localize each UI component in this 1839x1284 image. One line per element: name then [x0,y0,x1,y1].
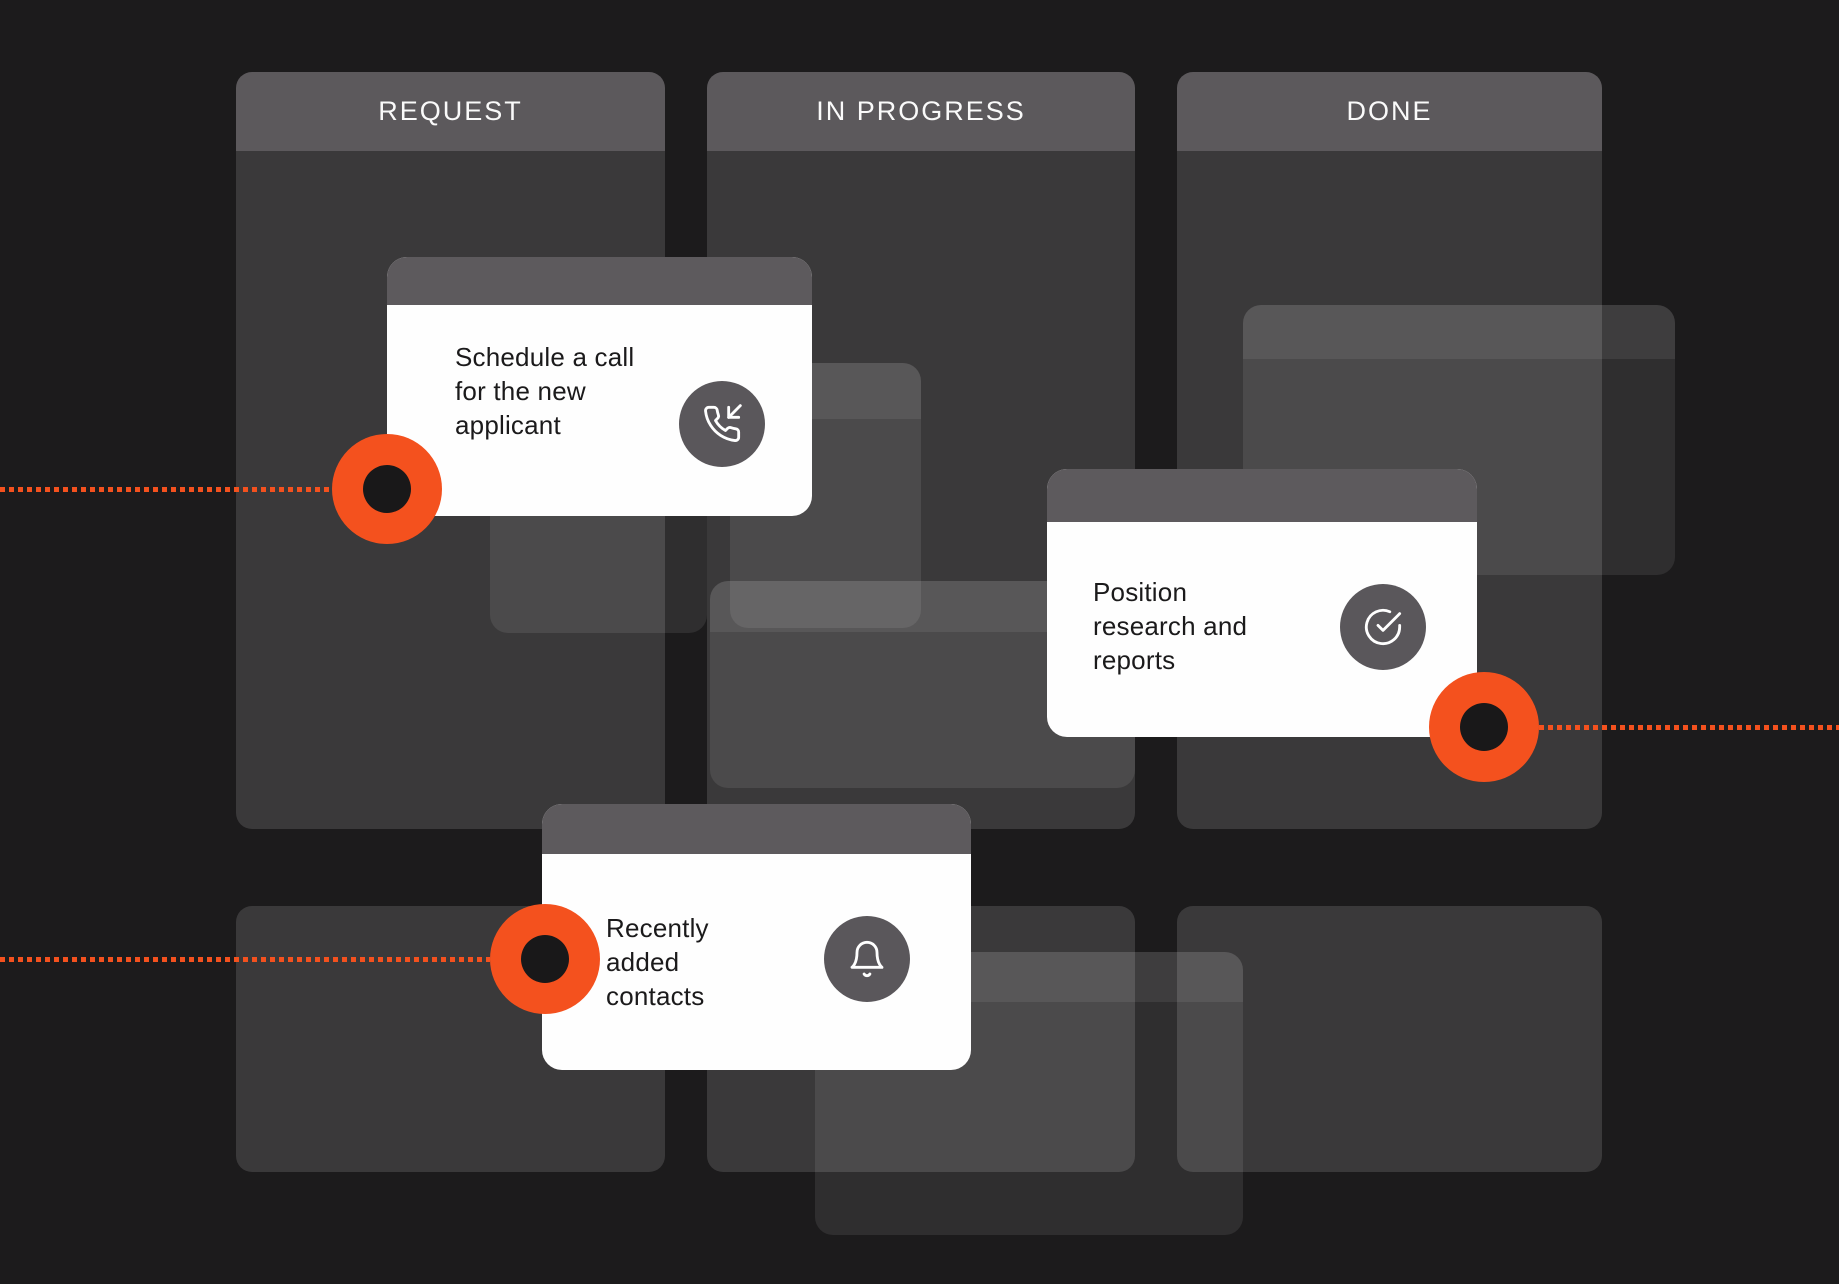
card-header-bar [387,257,812,305]
bottom-block-done [1177,906,1602,1172]
check-circle-icon [1340,584,1426,670]
task-card-title: Position research and reports [1093,577,1248,675]
connector-line-left-2 [0,957,490,962]
column-title: DONE [1346,96,1433,126]
card-header-bar [542,804,971,854]
connector-line-left-1 [0,487,332,492]
bell-icon [824,916,910,1002]
column-header-request: REQUEST [236,72,665,151]
column-header-in-progress: IN PROGRESS [707,72,1135,151]
column-title: IN PROGRESS [816,96,1026,126]
task-card-title: Recently added contacts [606,913,709,1011]
column-header-done: DONE [1177,72,1602,151]
dot-core [363,465,411,513]
dot-core [521,935,569,983]
task-card-position-research[interactable]: Position research and reports [1047,469,1477,737]
connector-line-right [1539,725,1839,730]
connector-dot-recent-contacts[interactable] [490,904,600,1014]
dot-core [1460,703,1508,751]
card-header-bar [1047,469,1477,522]
task-card-title: Schedule a call for the new applicant [455,342,635,440]
task-card-schedule-call[interactable]: Schedule a call for the new applicant [387,257,812,516]
connector-dot-position-research[interactable] [1429,672,1539,782]
task-card-recent-contacts[interactable]: Recently added contacts [542,804,971,1070]
connector-dot-schedule-call[interactable] [332,434,442,544]
phone-incoming-icon [679,381,765,467]
column-title: REQUEST [378,96,523,126]
